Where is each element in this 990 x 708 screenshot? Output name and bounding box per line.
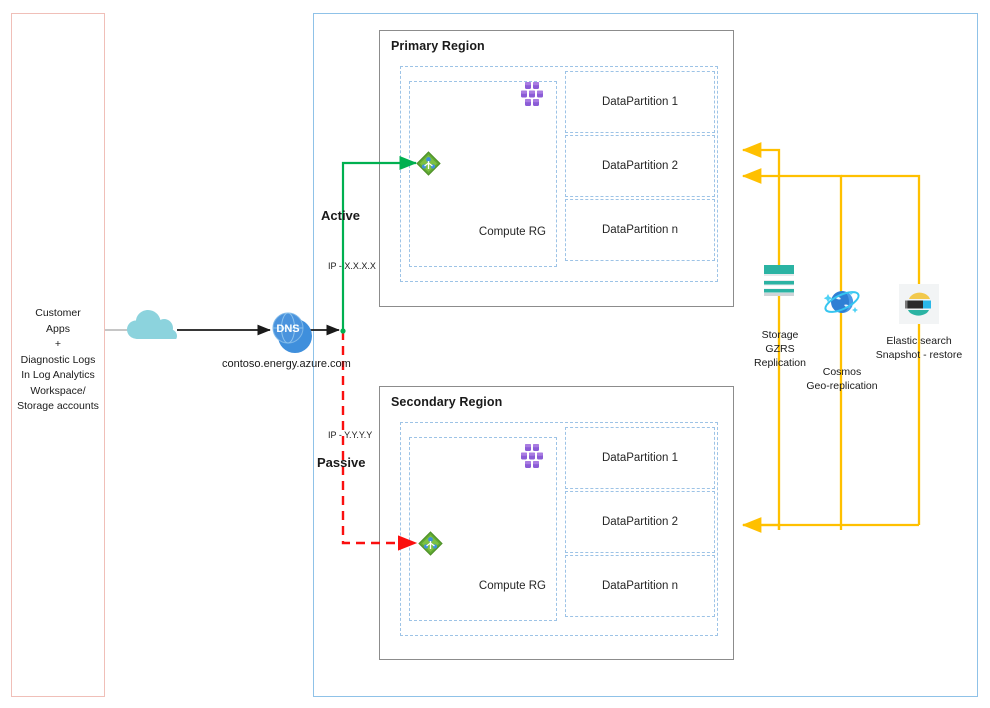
primary-aks-cluster-icon xyxy=(518,80,546,108)
customer-apps-label: Customer Apps + Diagnostic Logs In Log A… xyxy=(8,306,108,415)
storage-account-icon xyxy=(762,262,796,300)
primary-partition-2: DataPartition n xyxy=(565,199,715,261)
storage-label-line-2: Replication xyxy=(754,357,806,369)
customer-apps-line-4: In Log Analytics xyxy=(21,369,95,381)
primary-partition-0-label: DataPartition 1 xyxy=(601,96,679,108)
secondary-compute-rg-label: Compute RG xyxy=(478,580,546,592)
primary-traffic-manager-icon xyxy=(416,151,441,176)
primary-region-container: Primary Region Compute RG DataPartition … xyxy=(379,30,734,307)
primary-region-inner-boundary: Compute RG DataPartition 1 DataPartition… xyxy=(400,66,718,282)
cosmos-replication-label: Cosmos Geo-replication xyxy=(782,365,902,393)
customer-apps-line-5: Workspace/ xyxy=(30,384,86,397)
secondary-traffic-manager-icon xyxy=(418,531,443,556)
active-ip-label: IP - X.X.X.X xyxy=(328,261,376,271)
primary-partition-1-label: DataPartition 2 xyxy=(601,160,679,172)
dns-domain-label: contoso.energy.azure.com xyxy=(222,358,351,370)
svg-text:DNS: DNS xyxy=(276,323,299,335)
elastic-label-line-1: Snapshot - restore xyxy=(875,349,963,361)
secondary-partition-0: DataPartition 1 xyxy=(565,427,715,489)
elastic-search-icon xyxy=(899,284,939,324)
secondary-region-inner-boundary: Compute RG DataPartition 1 DataPartition… xyxy=(400,422,718,636)
cosmos-label-line-1: Geo-replication xyxy=(806,380,878,392)
secondary-partition-1: DataPartition 2 xyxy=(565,491,715,553)
primary-region-title: Primary Region xyxy=(391,39,485,53)
customer-apps-line-1: Apps xyxy=(46,322,70,335)
secondary-partition-2: DataPartition n xyxy=(565,555,715,617)
storage-replication-label: Storage GZRS Replication xyxy=(716,328,844,370)
elastic-replication-label: Elastic search Snapshot - restore xyxy=(859,334,979,362)
elastic-label-line-0: Elastic search xyxy=(886,335,952,347)
customer-apps-line-0: Customer xyxy=(35,307,81,319)
primary-compute-rg-label: Compute RG xyxy=(478,226,546,238)
passive-ip-label: IP - Y.Y.Y.Y xyxy=(328,430,373,440)
secondary-partition-0-label: DataPartition 1 xyxy=(601,452,679,464)
customer-apps-line-2: + xyxy=(54,338,62,350)
dns-icon: DNS xyxy=(268,308,316,356)
primary-partition-0: DataPartition 1 xyxy=(565,71,715,133)
storage-label-line-0: Storage xyxy=(761,329,799,341)
internet-cloud-icon xyxy=(126,305,178,345)
primary-partition-2-label: DataPartition n xyxy=(601,224,679,236)
secondary-aks-cluster-icon xyxy=(518,442,546,470)
cosmos-db-icon xyxy=(822,282,862,322)
secondary-region-container: Secondary Region Compute RG DataPartitio… xyxy=(379,386,734,660)
secondary-partition-1-label: DataPartition 2 xyxy=(601,516,679,528)
primary-partition-1: DataPartition 2 xyxy=(565,135,715,197)
cosmos-label-line-0: Cosmos xyxy=(822,366,862,378)
secondary-partition-2-label: DataPartition n xyxy=(601,580,679,592)
storage-label-line-1: GZRS xyxy=(765,343,795,355)
secondary-region-title: Secondary Region xyxy=(391,395,503,409)
customer-apps-line-6: Storage accounts xyxy=(17,400,99,412)
passive-path-label: Passive xyxy=(317,455,366,470)
customer-source-boundary xyxy=(11,13,105,697)
active-path-label: Active xyxy=(321,208,361,223)
customer-apps-line-3: Diagnostic Logs xyxy=(20,353,96,366)
